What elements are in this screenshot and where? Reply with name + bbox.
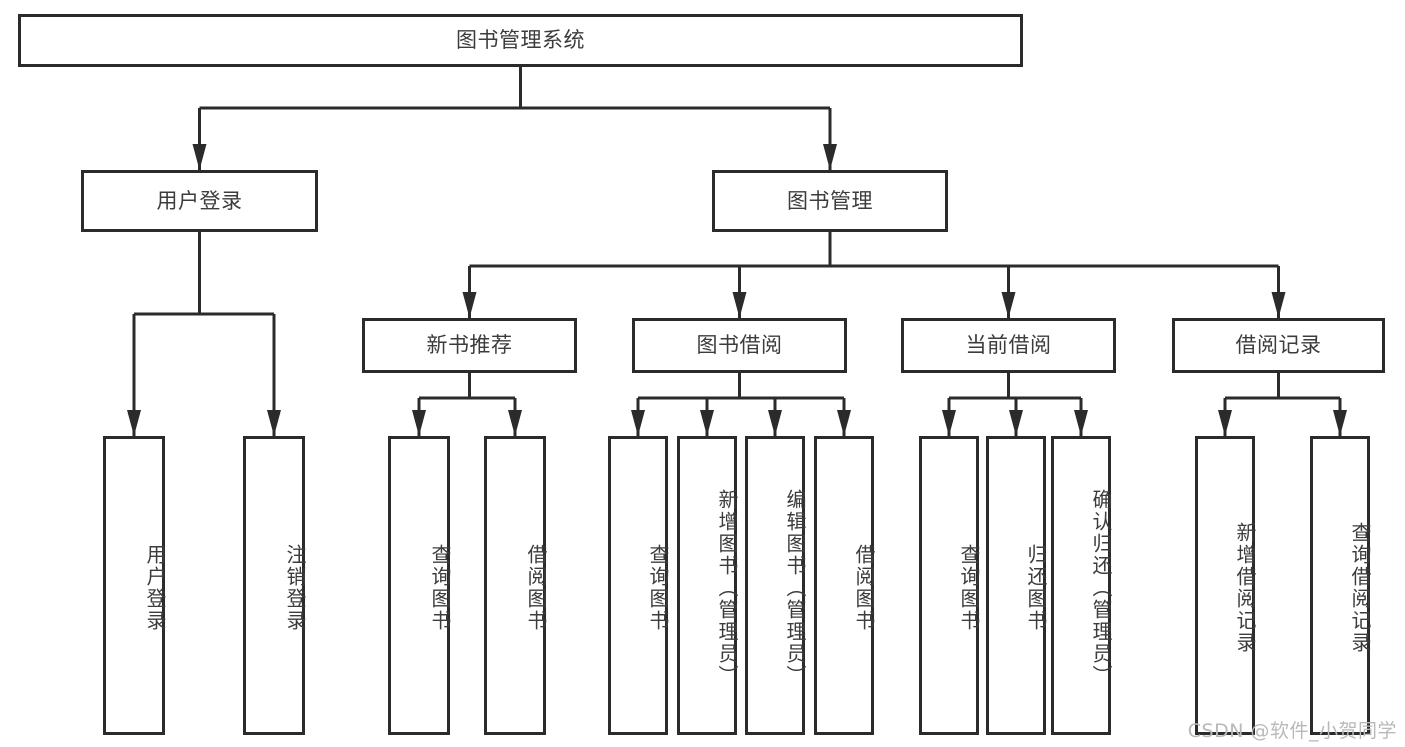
node-box-bookmgmt — [712, 170, 948, 232]
node-box-leaf-6 — [677, 436, 737, 735]
node-box-leaf-12 — [1195, 436, 1255, 735]
arrow-head-icon — [837, 410, 851, 436]
arrow-head-icon — [768, 410, 782, 436]
node-box-leaf-9 — [919, 436, 979, 735]
arrow-head-icon — [462, 292, 477, 318]
arrow-head-icon — [127, 410, 141, 436]
arrow-head-icon — [1074, 410, 1088, 436]
node-box-leaf-4 — [484, 436, 546, 735]
arrow-head-icon — [732, 292, 747, 318]
arrow-head-icon — [1001, 292, 1016, 318]
node-box-current — [901, 318, 1116, 373]
arrow-head-icon — [192, 144, 207, 170]
node-box-records — [1172, 318, 1385, 373]
arrow-head-icon — [1218, 410, 1232, 436]
arrow-head-icon — [267, 410, 281, 436]
node-box-leaf-7 — [745, 436, 805, 735]
node-box-leaf-5 — [608, 436, 668, 735]
node-box-leaf-11 — [1051, 436, 1111, 735]
arrow-head-icon — [942, 410, 956, 436]
arrow-head-icon — [823, 144, 837, 170]
arrow-head-icon — [1333, 410, 1347, 436]
node-box-leaf-1 — [103, 436, 165, 735]
node-box-leaf-2 — [243, 436, 305, 735]
node-box-leaf-13 — [1310, 436, 1370, 735]
arrow-head-icon — [1271, 292, 1286, 318]
node-box-leaf-8 — [814, 436, 874, 735]
node-box-login — [81, 170, 318, 232]
arrow-head-icon — [700, 410, 714, 436]
arrow-head-icon — [508, 410, 522, 436]
watermark-text: CSDN @软件_小贺同学 — [1187, 720, 1397, 742]
arrow-head-icon — [631, 410, 645, 436]
arrow-head-icon — [412, 410, 426, 436]
arrow-head-icon — [1009, 410, 1023, 436]
node-box-newbook — [362, 318, 577, 373]
node-box-leaf-3 — [388, 436, 450, 735]
node-box-leaf-10 — [986, 436, 1046, 735]
node-box-borrow — [632, 318, 847, 373]
node-box-root — [18, 14, 1023, 67]
